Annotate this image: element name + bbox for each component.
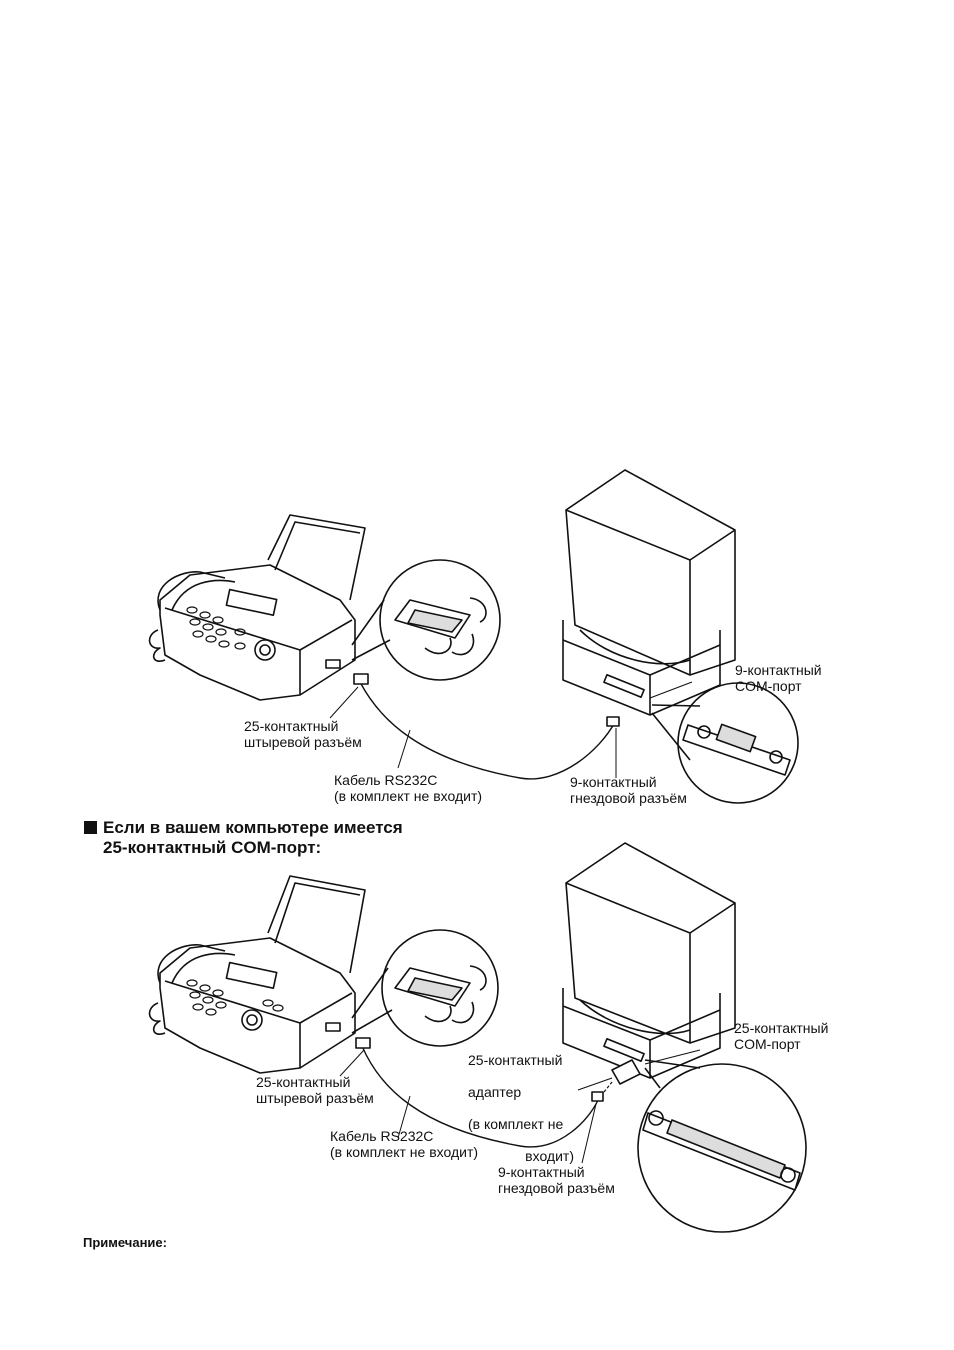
socket9-connector <box>591 1091 604 1102</box>
square-bullet-icon <box>84 821 97 834</box>
zoom-connector-detail <box>351 559 501 681</box>
computer-monitor-icon <box>562 469 736 716</box>
computer-monitor-icon <box>562 842 736 1079</box>
adapter-25pin <box>611 1059 641 1085</box>
heading-line-2: 25-контактный COM-порт: <box>103 838 322 857</box>
pin25-connector <box>355 1037 371 1049</box>
note-heading: Примечание: <box>83 1235 167 1250</box>
section-heading: Если в вашем компьютере имеется 25-конта… <box>84 818 403 858</box>
rs232c-cable <box>361 1045 599 1148</box>
adapter-line-4: входит) <box>525 1148 574 1164</box>
label-socket9: 9-контактный гнездовой разъём <box>570 774 687 806</box>
connection-diagram-9pin: 9-контактный COM-порт 25-контактный штыр… <box>0 460 954 820</box>
label-com25-port: 25-контактный COM-порт <box>734 1020 829 1052</box>
label-pin25-plug: 25-контактный штыревой разъём <box>256 1074 374 1106</box>
adapter-line-3: (в комплект не <box>468 1116 564 1132</box>
fax-machine-icon <box>148 514 366 701</box>
socket9-connector <box>606 716 620 727</box>
zoom-port-detail <box>637 1059 807 1233</box>
label-cable: Кабель RS232C (в комплект не входит) <box>330 1128 479 1160</box>
diagram-25pin-drawing <box>148 842 807 1233</box>
connection-diagram-25pin: 25-контактный COM-порт 25-контактный ада… <box>0 828 954 1238</box>
zoom-port-detail <box>651 682 799 804</box>
label-socket9: 9-контактный гнездовой разъём <box>498 1164 615 1196</box>
zoom-connector-detail <box>351 929 499 1047</box>
pin25-connector <box>353 673 369 685</box>
fax-machine-icon <box>148 875 366 1074</box>
adapter-line-1: 25-контактный <box>468 1052 563 1068</box>
label-pin25-plug: 25-контактный штыревой разъём <box>244 718 362 750</box>
rs232c-cable <box>359 681 616 780</box>
label-adapter: 25-контактный адаптер (в комплект не вхо… <box>468 1036 578 1180</box>
label-cable: Кабель RS232C (в комплект не входит) <box>334 772 483 804</box>
heading-line-1: Если в вашем компьютере имеется <box>103 818 403 837</box>
adapter-line-2: адаптер <box>468 1084 522 1100</box>
label-com9-port: 9-контактный COM-порт <box>735 662 822 694</box>
diagram-9pin-drawing <box>148 469 799 804</box>
